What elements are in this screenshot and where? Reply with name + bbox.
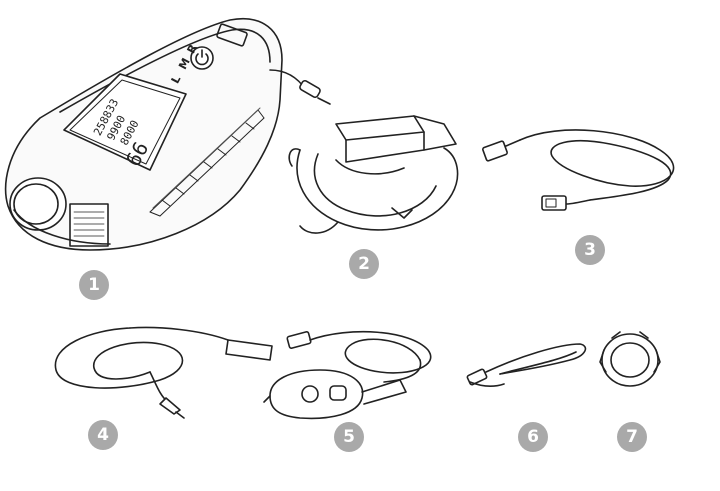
part-number-6: 6 xyxy=(518,422,548,452)
part-number-3: 3 xyxy=(575,235,605,265)
part-number-5: 5 xyxy=(334,422,364,452)
handlebar-mount-icon xyxy=(288,115,459,234)
bike-computer-light-icon xyxy=(4,18,331,251)
button-r-label: R xyxy=(185,42,201,56)
button-l-label: L xyxy=(169,73,184,85)
part-number-1: 1 xyxy=(79,270,109,300)
button-m-label: M xyxy=(176,56,193,72)
cable-grommet-icon xyxy=(599,331,661,387)
part-number-4: 4 xyxy=(88,420,118,450)
part-number-7: 7 xyxy=(617,422,647,452)
usb-charging-cable-icon xyxy=(482,129,675,211)
solar-panel xyxy=(149,107,265,217)
sensor-cable-icon xyxy=(54,326,273,419)
extension-cable-icon xyxy=(466,343,587,387)
part-number-2: 2 xyxy=(349,249,379,279)
remote-control-icon xyxy=(263,330,432,420)
